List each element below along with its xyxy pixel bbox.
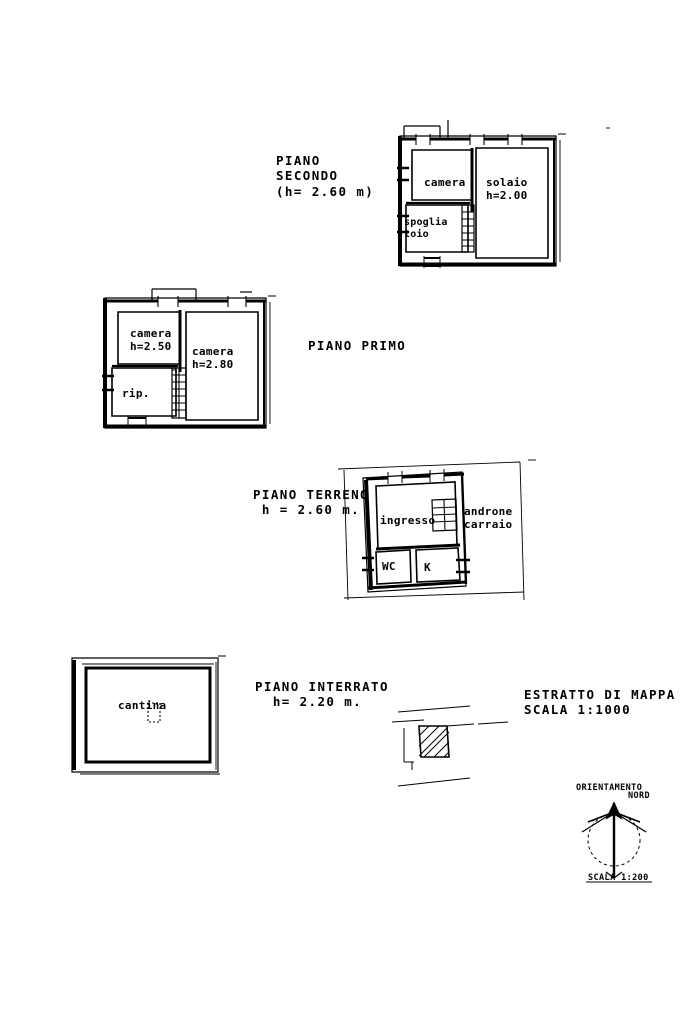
room-label-ground-ingresso: ingresso <box>380 514 436 527</box>
room-label-first-camera-250: camera h=2.50 <box>130 327 172 354</box>
room-label-first-ripostiglio: rip. <box>122 387 150 400</box>
heading-piano-primo: PIANO PRIMO <box>308 338 407 353</box>
plan-first-floor <box>102 288 276 429</box>
plan-basement <box>71 655 226 775</box>
compass-rose <box>581 801 652 883</box>
room-name: solaio <box>486 176 528 189</box>
room-label-ground-androne-carraio: androne carraio <box>464 505 513 532</box>
room-label-second-camera: camera <box>424 176 466 189</box>
compass-scale-label: SCALA 1:200 <box>588 873 649 883</box>
room-height: h=2.00 <box>486 189 528 203</box>
heading-piano-terreno: PIANO TERRENO h = 2.60 m. <box>253 487 370 518</box>
compass-title: ORIENTAMENTO <box>576 783 643 793</box>
room-label-ground-kitchen: K <box>424 561 431 574</box>
heading-piano-interrato: PIANO INTERRATO h= 2.20 m. <box>255 679 389 710</box>
room-label-first-camera-280: camera h=2.80 <box>192 345 234 372</box>
room-label-basement-cantina: cantina <box>118 699 167 712</box>
room-label-ground-wc: WC <box>382 560 396 573</box>
heading-piano-secondo: PIANO SECONDO (h= 2.60 m) <box>276 153 375 199</box>
map-extract <box>391 705 509 787</box>
heading-estratto-di-mappa: ESTRATTO DI MAPPA SCALA 1:1000 <box>524 687 676 718</box>
room-label-second-spogliatoio: spoglia toio <box>404 217 448 241</box>
compass-north-label: NORD <box>628 791 651 801</box>
